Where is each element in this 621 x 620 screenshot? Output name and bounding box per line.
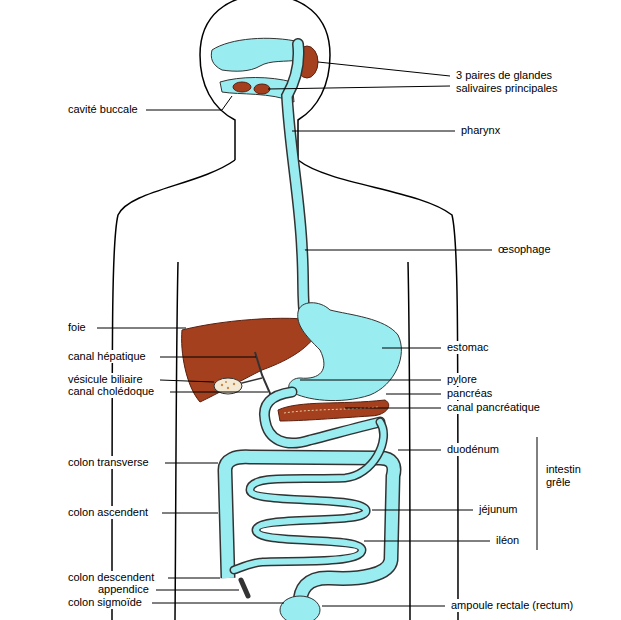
organ-label: estomac bbox=[446, 341, 490, 354]
left-arm-line bbox=[175, 262, 178, 620]
organ-label: œsophage bbox=[497, 243, 552, 256]
organ-label: jéjunum bbox=[478, 503, 519, 516]
organ-label: intestin grêle bbox=[545, 463, 599, 489]
oesophagus bbox=[287, 44, 305, 318]
stomach bbox=[289, 303, 402, 401]
bile-duct bbox=[255, 352, 272, 398]
organ-label: canal pancréatique bbox=[446, 401, 541, 414]
organ-label: colon sigmoïde bbox=[67, 596, 143, 609]
organ-label: 3 paires de glandes salivaires principal… bbox=[455, 69, 589, 95]
body-right-outline bbox=[200, 0, 458, 620]
organ-label: cavité buccale bbox=[67, 103, 139, 116]
pancreas bbox=[278, 400, 389, 421]
organ-label: colon transverse bbox=[67, 456, 150, 469]
rectum bbox=[280, 596, 320, 620]
body-outline bbox=[112, 0, 458, 620]
organ-label: ampoule rectale (rectum) bbox=[450, 599, 574, 612]
small-intestine bbox=[234, 422, 384, 570]
appendix bbox=[241, 580, 248, 596]
organ-label: pylore bbox=[446, 373, 478, 386]
organ-label: colon ascendent bbox=[67, 506, 149, 519]
organ-label: canal hépatique bbox=[67, 350, 147, 363]
leader-lines bbox=[97, 62, 492, 606]
sublingual-gland bbox=[233, 82, 251, 92]
small-intestine-bracket bbox=[537, 437, 538, 550]
organ-label: appendice bbox=[97, 583, 150, 596]
organ-label: pharynx bbox=[460, 124, 501, 137]
organ-label: canal cholédoque bbox=[67, 385, 155, 398]
organ-label: pancréas bbox=[446, 387, 493, 400]
gallbladder-dots bbox=[221, 381, 235, 389]
submandibular-gland bbox=[254, 84, 270, 94]
oesophagus-outline bbox=[287, 44, 305, 318]
organ-label: iléon bbox=[495, 534, 520, 547]
right-arm-line bbox=[408, 262, 410, 620]
small-intestine-outline bbox=[234, 422, 384, 570]
organ-label: duodénum bbox=[446, 443, 500, 456]
nasal-cavity bbox=[211, 38, 300, 71]
organ-label: foie bbox=[67, 321, 87, 334]
